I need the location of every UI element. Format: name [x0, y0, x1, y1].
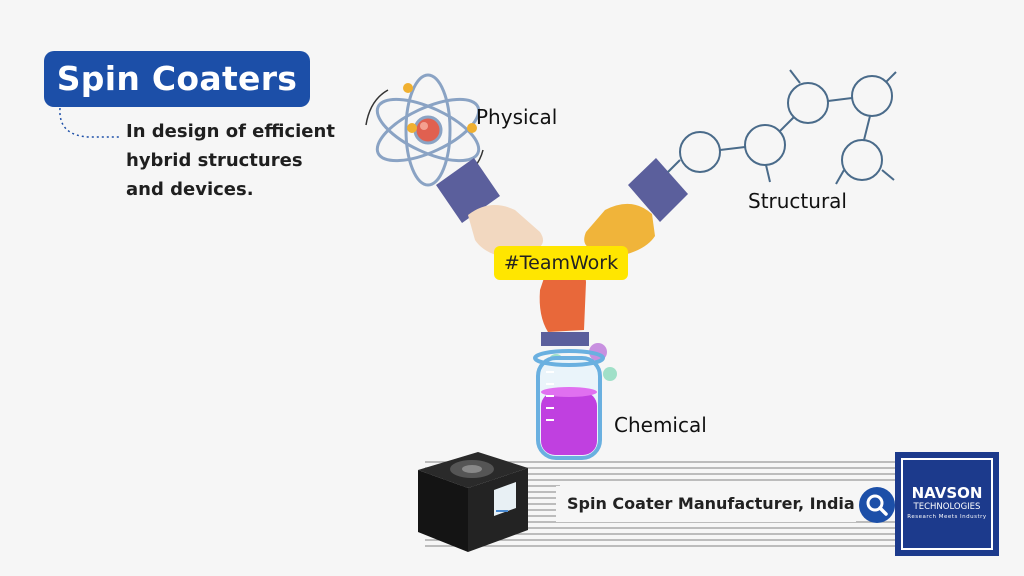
beaker-icon	[533, 343, 617, 460]
dotted-connector	[59, 107, 120, 138]
left-arm	[436, 158, 544, 258]
logo-name: NAVSON	[911, 484, 983, 502]
chemical-label: Chemical	[614, 413, 707, 437]
right-arm	[584, 158, 688, 256]
banner-text: Spin Coater Manufacturer, India	[567, 494, 855, 513]
banner-label-bg	[556, 486, 856, 522]
search-button[interactable]	[859, 487, 895, 523]
teamwork-badge: #TeamWork	[494, 246, 628, 280]
description: In design of efficient hybrid structures…	[126, 117, 356, 204]
spin-coater-device	[418, 452, 528, 552]
molecule-icon	[667, 69, 897, 185]
physical-label: Physical	[476, 105, 558, 129]
logo-frame	[901, 458, 993, 550]
description-line: In design of efficient	[126, 121, 335, 142]
title-text: Spin Coaters	[56, 59, 298, 98]
structural-label: Structural	[748, 189, 847, 213]
description-line: hybrid structures	[126, 150, 303, 171]
navson-logo: NAVSON TECHNOLOGIES Research Meets Indus…	[895, 452, 999, 556]
description-line: and devices.	[126, 179, 254, 200]
logo-subtitle: TECHNOLOGIES	[913, 502, 981, 512]
search-icon	[866, 494, 888, 516]
title-badge: Spin Coaters	[44, 51, 310, 107]
logo-tagline: Research Meets Industry	[907, 514, 987, 520]
teamwork-text: #TeamWork	[503, 252, 619, 274]
